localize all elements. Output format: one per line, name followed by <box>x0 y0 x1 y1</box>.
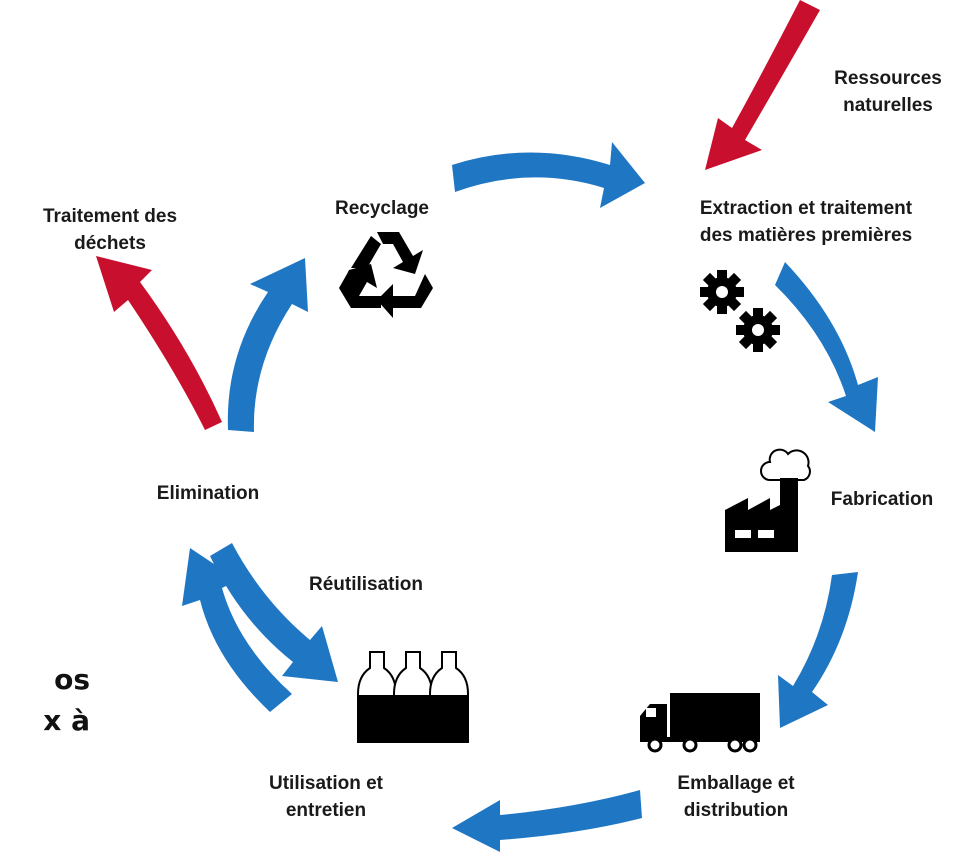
node-label-manufacturing: Fabrication <box>830 489 934 510</box>
truck-icon <box>640 693 760 753</box>
arrow-extraction-to-fabrication <box>775 262 878 432</box>
bottles-icon <box>357 651 469 743</box>
node-label-recycling: Recyclage <box>334 198 430 219</box>
arrow-recycling-to-extraction <box>452 142 645 208</box>
arrow-use-to-elimination <box>182 548 292 712</box>
node-label-packaging: Emballage et distribution <box>677 773 795 821</box>
factory-icon <box>725 448 811 552</box>
arrow-elimination-to-recycling <box>227 258 308 432</box>
cycle-arrows <box>182 142 878 852</box>
node-label-resources: Ressources naturelles <box>834 68 942 116</box>
waste-arrows <box>96 0 820 430</box>
arrow-fabrication-to-packaging <box>778 572 858 728</box>
node-label-reuse: Réutilisation <box>308 574 424 595</box>
gears-icon <box>700 270 780 352</box>
arrow-reuse <box>210 543 338 682</box>
arrow-resources-in <box>705 0 820 170</box>
arrow-packaging-to-use <box>452 790 642 852</box>
node-label-extraction: Extraction et traitement des matières pr… <box>699 198 913 246</box>
cropped-side-text: os x à <box>43 663 90 737</box>
arrow-waste-out <box>96 256 222 430</box>
node-label-elimination: Elimination <box>156 483 260 504</box>
node-label-use: Utilisation et entretien <box>268 773 384 821</box>
recycle-icon <box>339 232 433 318</box>
node-label-waste: Traitement des déchets <box>42 206 178 254</box>
